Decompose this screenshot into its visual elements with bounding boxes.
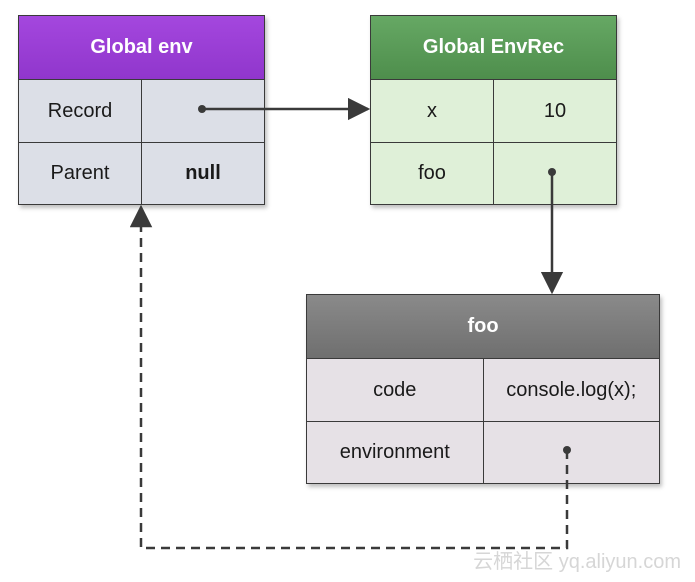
parent-label: Parent [50, 162, 110, 184]
code-value: console.log(x); [482, 359, 660, 421]
record-pointer-cell [141, 80, 264, 142]
x-label: x [427, 99, 437, 122]
code-label: code [373, 378, 417, 401]
environment-to-global-env-arrow [129, 204, 571, 550]
record-to-envrec-arrow [198, 97, 371, 121]
global-envrec-title: Global EnvRec [371, 16, 616, 80]
environment-pointer-cell [482, 422, 660, 483]
parent-value: null [141, 143, 264, 204]
global-env-title: Global env [19, 16, 264, 80]
envrec-foo-row: foo [371, 142, 616, 204]
foo-environment-row: environment [307, 421, 659, 483]
watermark: 云栖社区 yq.aliyun.com [473, 551, 681, 573]
foo-pointer-arrow [540, 168, 564, 295]
global-env-table: Global env Record Parent null [18, 15, 265, 205]
environment-label: environment [339, 441, 450, 463]
record-label: Record [47, 99, 113, 122]
envrec-x-row: x 10 [371, 80, 616, 142]
global-envrec-table: Global EnvRec x 10 foo [370, 15, 617, 205]
foo-title: foo [307, 295, 659, 359]
foo-code-row: code console.log(x); [307, 359, 659, 421]
foo-function-table: foo code console.log(x); environment [306, 294, 660, 484]
x-value: 10 [493, 80, 616, 142]
foo-pointer-cell [493, 143, 616, 204]
global-env-parent-row: Parent null [19, 142, 264, 204]
foo-label: foo [418, 162, 446, 184]
global-env-record-row: Record [19, 80, 264, 142]
